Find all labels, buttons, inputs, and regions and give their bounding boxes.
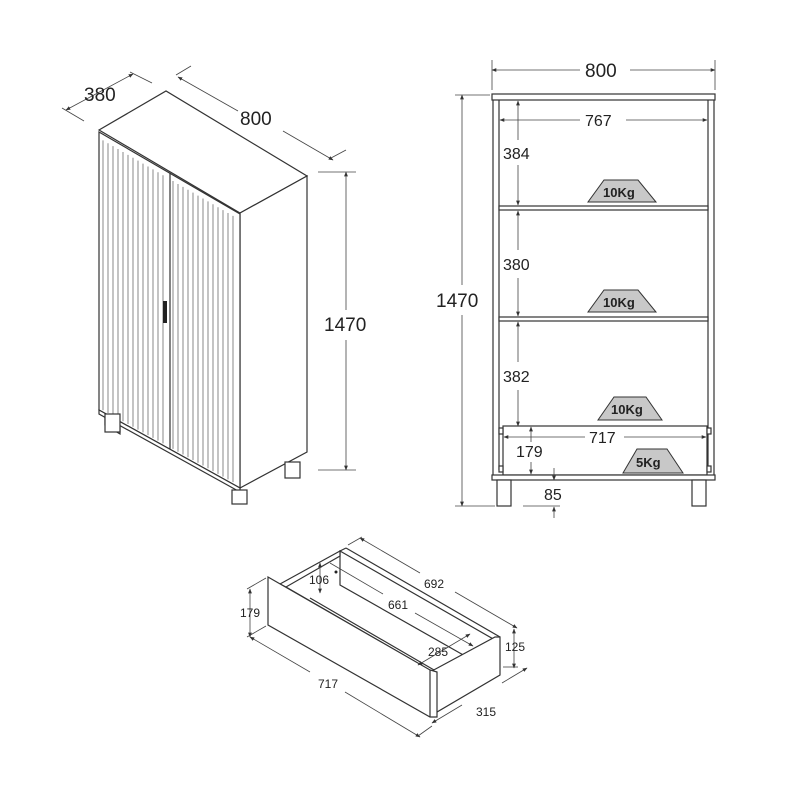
drawer-outer-width: 315	[476, 705, 496, 719]
drawer-view: 692 661 106 179 125 285 717 315	[240, 536, 528, 738]
drawer-front-width: 717	[318, 677, 338, 691]
leg-height-label: 85	[544, 487, 562, 504]
load-badge-shelf-1: 10Kg	[587, 179, 658, 203]
compartment-3-height: 382	[503, 369, 530, 386]
compartment-1-height: 384	[503, 146, 530, 163]
iso-cabinet: 380 800 1470	[61, 65, 366, 505]
iso-width-label: 800	[240, 109, 272, 130]
door-slats	[102, 140, 234, 483]
leg-right	[284, 461, 301, 479]
shelf-2	[498, 316, 709, 322]
svg-text:10Kg: 10Kg	[603, 295, 635, 310]
drawer-inner-height: 106	[309, 573, 329, 587]
svg-text:5Kg: 5Kg	[636, 455, 661, 470]
inner-width-label: 767	[585, 113, 612, 130]
drawer-outer-depth: 692	[424, 577, 444, 591]
leg-left	[496, 479, 512, 507]
cabinet-side	[239, 174, 308, 490]
drawer-height-label: 179	[516, 444, 543, 461]
front-height-label: 1470	[436, 291, 478, 312]
drawer-inner-width: 285	[428, 645, 448, 659]
leg-front	[231, 489, 248, 505]
iso-depth-label: 380	[84, 85, 116, 106]
shelf-1	[498, 205, 709, 211]
drawer-width-label: 717	[589, 430, 616, 447]
drawer-front-height: 179	[240, 606, 260, 620]
door-handle	[163, 301, 167, 323]
front-view: 800 767 1470 384 380 382 717 179 85 10Kg	[436, 60, 716, 518]
compartment-2-height: 380	[503, 257, 530, 274]
drawer-inner-depth: 661	[388, 598, 408, 612]
load-badge-drawer: 5Kg	[622, 448, 684, 474]
load-badge-shelf-2: 10Kg	[587, 289, 658, 313]
svg-text:10Kg: 10Kg	[611, 402, 643, 417]
load-badge-bottom: 10Kg	[597, 396, 663, 421]
bottom-board	[491, 474, 716, 481]
iso-height-label: 1470	[324, 315, 366, 336]
leg-right	[691, 479, 707, 507]
front-width-label: 800	[585, 61, 617, 82]
drawer-side-height: 125	[505, 640, 525, 654]
leg-left	[104, 413, 121, 433]
svg-text:10Kg: 10Kg	[603, 185, 635, 200]
